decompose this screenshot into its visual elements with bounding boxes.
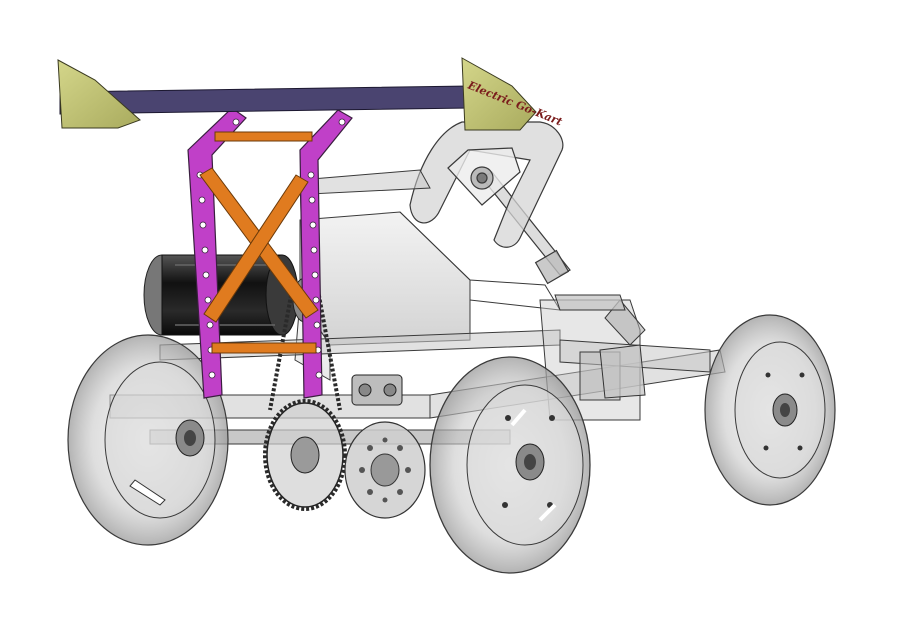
wheel-icon [429, 356, 591, 574]
wheel-icon [704, 314, 836, 506]
pedal-box [554, 294, 646, 399]
disc-brake-icon [344, 374, 426, 519]
roll-cross-bars [199, 131, 319, 354]
steering-wheel-icon [409, 121, 564, 248]
rear-wing [57, 57, 537, 131]
wheel-icon [67, 334, 229, 546]
